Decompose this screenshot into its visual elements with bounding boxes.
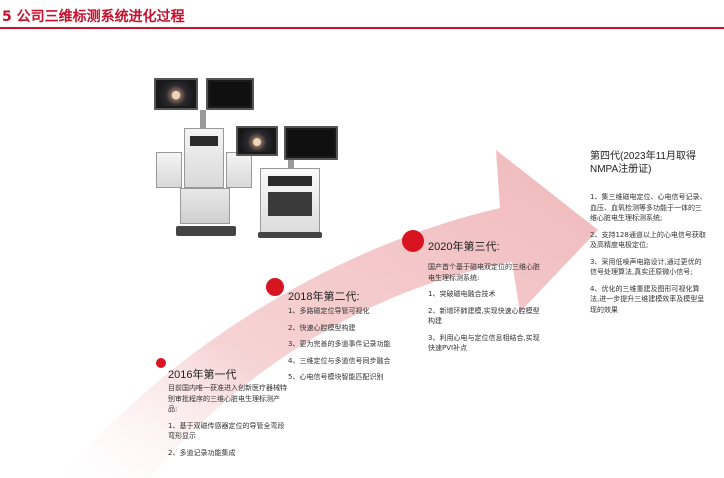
gen2-marker	[266, 278, 284, 296]
gen2-description: 1、多路磁定位导管可视化 2、快速心腔模型构建 3、更为完善的多道事件记录功能 …	[288, 306, 400, 389]
monitor-left	[236, 126, 278, 156]
gen1-description: 目前国内唯一获准进入创新医疗器械特别审批程序的三维心脏电生理标测产品: 1、基于…	[168, 383, 288, 464]
gen1-intro: 目前国内唯一获准进入创新医疗器械特别审批程序的三维心脏电生理标测产品:	[168, 384, 287, 413]
gen3-title: 2020年第三代:	[428, 241, 500, 253]
monitor-right	[206, 78, 254, 110]
device-gen1-illustration	[150, 74, 260, 244]
gen1-marker	[156, 358, 166, 368]
gen1-item: 2、多道记录功能集成	[168, 448, 236, 457]
gen2-item: 1、多路磁定位导管可视化	[288, 307, 370, 315]
header: 5 公司三维标测系统进化过程	[0, 0, 724, 30]
page-title: 5 公司三维标测系统进化过程	[2, 9, 185, 25]
gen4-title: 第四代(2023年11月取得NMPA注册证)	[590, 151, 696, 175]
gen3-item: 3、利用心电与定位信息相结合,实现快速PVI补点	[428, 333, 540, 353]
gen4-description: 1、集三维磁电定位、心电信号记录、血压、血氧检测等多功能于一体的三维心脏电生理标…	[590, 192, 708, 321]
arrow-shape	[60, 150, 598, 478]
gen3-item: 1、突破磁电融合技术	[428, 290, 496, 298]
gen2-item: 3、更为完善的多道事件记录功能	[288, 340, 391, 348]
device-gen2-illustration	[232, 122, 342, 242]
gen2-title: 2018年第二代:	[288, 291, 360, 303]
gen3-item: 2、新增环肺建模,实现快速心腔模型构建	[428, 306, 540, 326]
gen2-item: 5、心电信号模块智能匹配识别	[288, 373, 384, 381]
gen4-item: 2、支持128通道以上的心电信号获取及高精度电极定位;	[590, 230, 706, 250]
monitor-right	[284, 126, 338, 160]
gen1-item: 1、基于双磁传感器定位的导管全弯段弯形显示	[168, 421, 285, 441]
monitor-left	[154, 78, 198, 110]
gen3-marker	[402, 230, 424, 252]
gen4-item: 4、优化的三维重建及图形可视化算法,进一步提升三维建模效率及模型呈现的效果	[590, 284, 705, 314]
gen2-item: 2、快速心腔模型构建	[288, 323, 356, 332]
gen3-description: 国产首个基于磁电双定位的三维心脏电生理标测系统: 1、突破磁电融合技术 2、新增…	[428, 262, 544, 360]
gen1-title: 2016年第一代	[168, 369, 237, 381]
gen4-item: 1、集三维磁电定位、心电信号记录、血压、血氧检测等多功能于一体的三维心脏电生理标…	[590, 193, 707, 222]
gen4-item: 3、采用低噪声电路设计,通过更优的信号处理算法,真实还原微小信号;	[590, 257, 702, 277]
gen2-item: 4、三维定位与多道信号同步融合	[288, 356, 391, 365]
header-divider	[0, 27, 724, 29]
gen3-intro: 国产首个基于磁电双定位的三维心脏电生理标测系统:	[428, 263, 540, 282]
